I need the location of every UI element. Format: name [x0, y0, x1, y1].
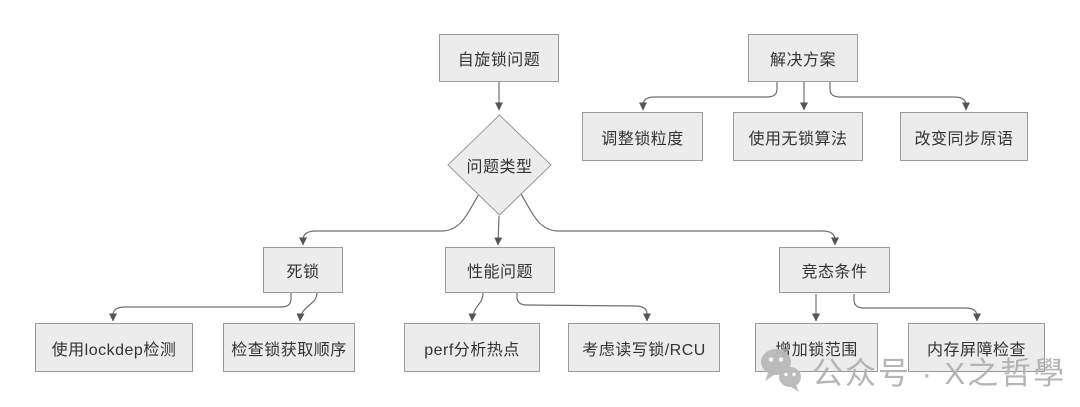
watermark: 公众号 · X之哲學: [760, 344, 1066, 396]
node-check-lock-order-label: 检查锁获取顺序: [231, 341, 347, 359]
node-race-condition: 竞态条件: [779, 247, 890, 293]
edge-problem-type-to-race: [520, 193, 839, 246]
node-use-lockfree-algorithm-label: 使用无锁算法: [748, 130, 848, 148]
node-check-lock-order: 检查锁获取顺序: [223, 323, 355, 372]
node-use-lockdep-detection: 使用lockdep检测: [35, 323, 193, 372]
decision-diamond-shape: [447, 114, 552, 216]
node-consider-rwlock-rcu-label: 考虑读写锁/RCU: [582, 341, 706, 359]
edge-deadlock-to-lock-order: [296, 292, 318, 322]
node-consider-rwlock-rcu: 考虑读写锁/RCU: [568, 323, 720, 372]
node-perf-analyze-hotspot-label: perf分析热点: [424, 341, 520, 359]
node-adjust-lock-granularity-label: 调整锁粒度: [601, 130, 684, 148]
node-increase-lock-scope-label: 增加锁范围: [775, 341, 858, 359]
node-problem-type-decision: 问题类型: [448, 115, 551, 215]
node-adjust-lock-granularity: 调整锁粒度: [582, 112, 703, 161]
node-performance-problem-label: 性能问题: [466, 264, 533, 281]
watermark-text: 公众号 · X之哲學: [812, 355, 1067, 391]
node-deadlock: 死锁: [263, 247, 343, 293]
edge-problem-type-to-performance: [494, 215, 503, 246]
node-perf-analyze-hotspot: perf分析热点: [404, 323, 540, 372]
node-change-sync-primitive-label: 改变同步原语: [914, 130, 1014, 148]
node-race-condition-label: 竞态条件: [801, 264, 868, 281]
edge-performance-to-perf-hotspot: [468, 292, 484, 322]
node-memory-barrier-check-label: 内存屏障检查: [926, 341, 1026, 359]
edge-race-to-memory-barrier: [853, 294, 981, 322]
node-problem-type-label: 问题类型: [466, 159, 533, 176]
node-solutions: 解决方案: [748, 34, 858, 82]
edge-problem-type-to-deadlock: [299, 193, 480, 246]
node-change-sync-primitive: 改变同步原语: [900, 112, 1028, 161]
node-use-lockdep-detection-label: 使用lockdep检测: [51, 341, 177, 359]
wechat-icon: [761, 349, 801, 392]
node-spinlock-problem-label: 自旋锁问题: [457, 52, 541, 69]
edge-solutions-to-adjust-granularity: [639, 82, 778, 111]
node-deadlock-label: 死锁: [286, 264, 320, 281]
node-memory-barrier-check: 内存屏障检查: [908, 323, 1045, 372]
edge-solutions-to-sync-primitive: [829, 82, 970, 111]
edge-performance-to-rwlock-rcu: [516, 293, 651, 322]
node-solutions-label: 解决方案: [769, 52, 836, 69]
edge-deadlock-to-lockdep: [109, 293, 292, 322]
node-use-lockfree-algorithm: 使用无锁算法: [733, 112, 863, 161]
node-performance-problem: 性能问题: [445, 247, 555, 293]
node-spinlock-problem: 自旋锁问题: [439, 34, 559, 82]
